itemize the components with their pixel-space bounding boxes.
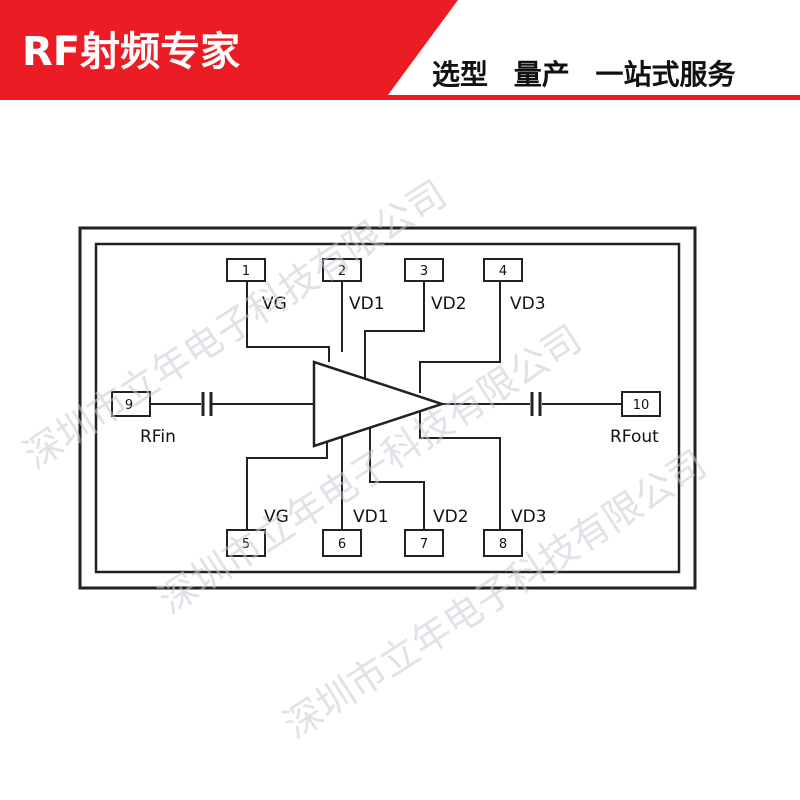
pin-number-9: 9 (125, 398, 133, 413)
pin-number-6: 6 (338, 537, 346, 552)
package-outline-inner (94, 242, 681, 574)
slogan-item-production: 量产 (513, 58, 570, 91)
pin-label-7: VD2 (433, 507, 469, 527)
package-outline-outer (78, 226, 697, 590)
wire-pin8 (419, 412, 501, 530)
pin-box-5 (226, 529, 266, 557)
pin-box-1 (226, 258, 266, 282)
output-capacitor (530, 392, 542, 416)
pin-number-10: 10 (633, 398, 650, 413)
pin-number-7: 7 (420, 537, 428, 552)
wire-pin4 (419, 281, 501, 393)
watermark-group: 深圳市立年电子科技有限公司 深圳市立年电子科技有限公司 深圳市立年电子科技有限公… (16, 172, 714, 748)
pin-number-2: 2 (338, 264, 346, 279)
amplifier-triangle (312, 360, 447, 448)
pin-label-5: VG (264, 507, 289, 527)
pin-box-6 (322, 529, 362, 557)
wire-pin1 (246, 281, 330, 362)
pin-box-8 (483, 529, 523, 557)
pin-box-2 (322, 258, 362, 282)
pin-box-3 (404, 258, 444, 282)
brand-title: RF射频专家 (22, 29, 241, 75)
pin-label-1: VG (262, 294, 287, 314)
pin-number-4: 4 (499, 264, 507, 279)
pin-box-10 (621, 391, 661, 417)
slogan-item-selection: 选型 (432, 58, 489, 91)
pin-label-9: RFin (140, 427, 176, 447)
pin-number-3: 3 (420, 264, 428, 279)
pin-number-1: 1 (242, 264, 250, 279)
pin-box-9 (111, 391, 151, 417)
wire-pin5 (246, 438, 328, 530)
pin-label-10: RFout (610, 427, 659, 447)
pin-label-2: VD1 (349, 294, 385, 314)
pin-label-3: VD2 (431, 294, 467, 314)
pin-label-4: VD3 (510, 294, 546, 314)
pin-number-5: 5 (242, 537, 250, 552)
wire-pin3 (364, 281, 425, 380)
wires (150, 281, 622, 530)
input-capacitor (201, 392, 213, 416)
banner-underline (0, 95, 800, 100)
pin-label-6: VD1 (353, 507, 389, 527)
pin-number-8: 8 (499, 537, 507, 552)
slogan-item-service: 一站式服务 (595, 58, 736, 91)
banner-red-band (0, 0, 458, 95)
header-banner: RF射频专家 选型 量产 一站式服务 (0, 0, 800, 100)
banner-background (0, 0, 800, 100)
slogan: 选型 量产 一站式服务 (432, 58, 792, 92)
pin-box-4 (483, 258, 523, 282)
pin-box-7 (404, 529, 444, 557)
pin-label-8: VD3 (511, 507, 547, 527)
wire-pin7 (369, 424, 425, 530)
pin-boxes (111, 258, 661, 557)
